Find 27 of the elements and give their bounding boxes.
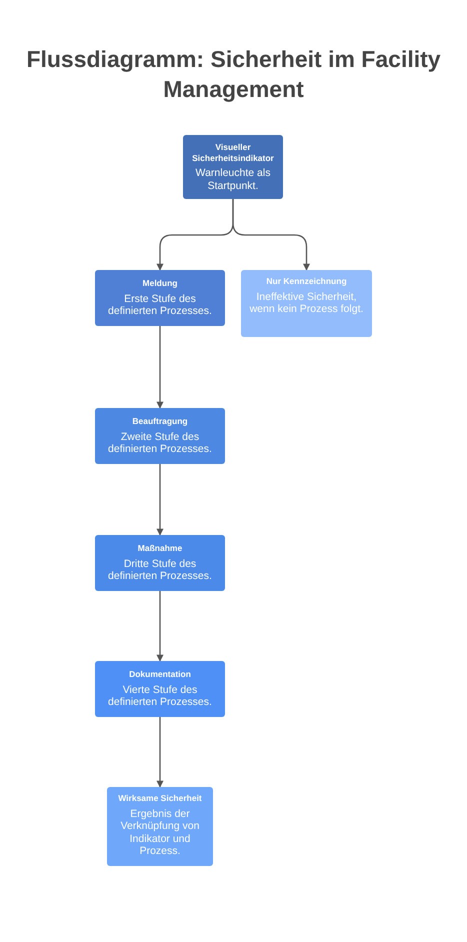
node-heading: Dokumentation <box>129 669 191 680</box>
process-box <box>95 535 225 591</box>
node-heading: Wirksame Sicherheit <box>118 793 202 804</box>
process-box <box>183 135 283 199</box>
arrow <box>232 199 310 271</box>
process-box <box>95 270 225 326</box>
node-heading: Meldung <box>142 278 178 289</box>
node-text: Zweite Stufe des definierten Prozesses. <box>107 430 213 456</box>
arrow <box>156 717 164 788</box>
node-heading: Visueller Sicherheitsindikator <box>191 142 275 163</box>
node-text: Ergebnis der Verknüpfung von Indikator und Prozess. <box>120 808 200 858</box>
process-box <box>95 661 225 717</box>
diagram-title: Flussdiagramm: Sicherheit im Facility Management <box>25 45 442 104</box>
node-text: Erste Stufe des definierten Prozesses. <box>107 292 213 318</box>
node-text: Vierte Stufe des definierten Prozesses. <box>107 684 213 709</box>
node-heading: Beauftragung <box>132 416 188 427</box>
process-box <box>95 408 225 464</box>
node-text: Ineffektive Sicherheit, wenn kein Prozess folgt. <box>248 290 364 316</box>
node-text: Dritte Stufe des definierten Prozesses. <box>107 558 213 583</box>
node-text: Warnleuchte als Startpunkt. <box>194 167 272 192</box>
process-box <box>107 787 213 866</box>
node-heading: Nur Kennzeichnung <box>266 276 347 286</box>
process-box <box>241 270 372 337</box>
arrow <box>156 591 164 662</box>
arrow <box>156 464 164 536</box>
node-heading: Maßnahme <box>138 543 182 554</box>
arrow <box>156 326 164 409</box>
